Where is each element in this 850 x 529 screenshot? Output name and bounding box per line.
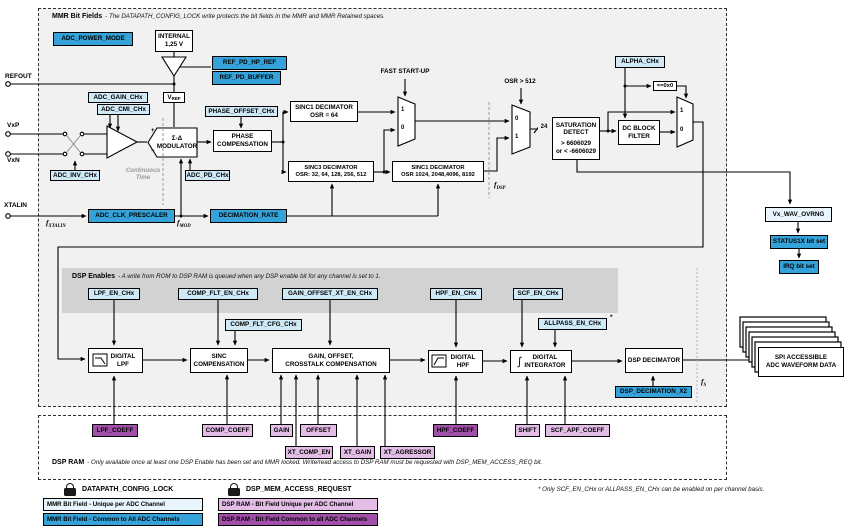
spi-waveform-data-box: SPI ACCESSIBLE ADC WAVEFORM DATA	[758, 347, 844, 377]
saturation-detect-title: SATURATION DETECT	[555, 121, 597, 137]
mux3-input-1-label: 1	[680, 108, 684, 114]
adc-clk-prescaler-box: ADC_CLK_PRESCALER	[88, 209, 175, 223]
mmr-region-note: - The DATAPATH_CONFIG_LOCK write protect…	[105, 13, 385, 20]
gain-box: GAIN	[270, 424, 293, 437]
alpha-chx-box: ALPHA_CHx	[615, 56, 665, 68]
vxn-terminal-label: VxN	[7, 157, 20, 164]
datapath-config-lock-label: DATAPATH_CONFIG_LOCK	[82, 486, 174, 493]
sinc1-decimator-osr64-box: SINC1 DECIMATOR OSR = 64	[290, 101, 358, 122]
adc-pd-chx-box: ADC_PD_CHx	[185, 170, 230, 181]
lock-icon	[64, 483, 76, 496]
vxp-terminal-label: VxP	[7, 122, 20, 129]
irq-bit-set-box: IRQ bit set	[779, 260, 819, 274]
vx-wav-ovrng-box: Vx_WAV_OVRNG	[765, 207, 832, 222]
digital-hpf-box: DIGITAL HPF	[428, 350, 483, 373]
decimation-rate-box: DECIMATION_RATE	[210, 209, 287, 223]
sigma-delta-modulator-label: Σ-Δ MODULATOR	[156, 135, 198, 150]
phase-compensation-box: PHASE COMPENSATION	[213, 130, 272, 152]
shift-box: SHIFT	[515, 424, 540, 437]
dsp-enables-note: - A write from ROM to DSP RAM is queued …	[118, 273, 381, 280]
scf-en-chx-box: SCF_EN_CHx	[513, 288, 563, 300]
xt-agressor-box: XT_AGRESSOR	[380, 446, 435, 459]
fast-startup-label: FAST START-UP	[380, 68, 430, 76]
allpass-footnote-star: *	[610, 314, 613, 321]
lpf-coeff-box: LPF_COEFF	[92, 424, 138, 437]
dsp-decimation-x2-box: DSP_DECIMATION_X2	[615, 386, 692, 398]
dsp-decimator-box: DSP DECIMATOR	[625, 348, 683, 373]
lock-icon	[228, 483, 240, 496]
dsp-enables-title: DSP Enables	[72, 273, 116, 280]
saturation-detect-range: > 6606029 or < -6606029	[555, 140, 597, 155]
status1x-bit-set-box: STATUS1X bit set	[770, 235, 828, 249]
dsp-mem-access-request-label: DSP_MEM_ACCESS_REQUEST	[246, 486, 352, 493]
ref-pd-buffer-box: REF_PD_BUFFER	[212, 71, 281, 85]
legend-ram-common: DSP RAM - Bit Field Common to all ADC Ch…	[218, 513, 378, 526]
lpf-en-chx-box: LPF_EN_CHx	[88, 288, 140, 300]
integral-icon: ∫	[516, 354, 523, 368]
adc-power-mode-box: ADC_POWER_MODE	[53, 32, 133, 46]
phase-offset-chx-box: PHASE_OFFSET_CHx	[205, 106, 278, 117]
xtalin-terminal-label: XTALIN	[4, 202, 27, 209]
mux1-input-1-label: 1	[401, 107, 405, 113]
gain-offset-xt-en-chx-box: GAIN_OFFSET_XT_EN_CHx	[282, 288, 378, 300]
continuous-time-label: Continuous Time	[125, 167, 161, 182]
dsp-ram-title: DSP RAM	[52, 459, 85, 466]
f-mod-label: fMOD	[177, 218, 191, 229]
saturation-detect-box: SATURATION DETECT > 6606029 or < -660602…	[552, 117, 600, 160]
hpf-coeff-box: HPF_COEFF	[433, 424, 478, 437]
modulator-minus-sign: −	[151, 148, 155, 154]
mux1-input-0-label: 0	[401, 125, 405, 131]
osr-gt-512-label: OSR > 512	[504, 78, 536, 86]
dsp-enables-header: DSP Enables- A write from ROM to DSP RAM…	[72, 273, 381, 280]
mux3-input-0-label: 0	[680, 127, 684, 133]
dc-block-filter-box: DC BLOCK FILTER	[618, 120, 660, 145]
comp-flt-en-chx-box: COMP_FLT_EN_CHx	[178, 288, 258, 300]
legend-mmr-common: MMR Bit Field - Common to All ADC Channe…	[43, 513, 203, 526]
mmr-region-header: MMR Bit Fields- The DATAPATH_CONFIG_LOCK…	[52, 13, 385, 20]
modulator-plus-sign: +	[151, 128, 155, 134]
legend-ram-unique: DSP RAM - Bit Field Unique per ADC Chann…	[218, 498, 378, 511]
scf-apf-coeff-box: SCF_APF_COEFF	[545, 424, 610, 437]
dsp-ram-note: - Only available once at least one DSP E…	[87, 459, 543, 466]
mmr-bit-fields-region	[38, 8, 727, 407]
bus-width-24-label: 24	[538, 123, 550, 133]
internal-reference-box: INTERNAL 1,25 V	[155, 30, 193, 52]
comp-coeff-box: COMP_COEFF	[202, 424, 253, 437]
f-xtalin-label: fXTALIN	[46, 218, 66, 229]
refout-terminal-label: REFOUT	[5, 73, 32, 80]
xt-comp-en-box: XT_COMP_EN	[285, 446, 333, 459]
xt-gain-box: XT_GAIN	[340, 446, 375, 459]
digital-integrator-label: DIGITAL INTEGRATOR	[524, 353, 566, 369]
sinc-compensation-box: SINC COMPENSATION	[190, 348, 248, 373]
comp-flt-cfg-chx-box: COMP_FLT_CFG_CHx	[225, 319, 302, 331]
adc-cmi-chx-box: ADC_CMI_CHx	[97, 104, 150, 115]
mux2-input-0-label: 0	[515, 116, 519, 122]
ref-pd-hp-ref-box: REF_PD_HP_REF	[212, 56, 287, 70]
offset-box: OFFSET	[300, 424, 337, 437]
hpf-en-chx-box: HPF_EN_CHx	[430, 288, 482, 300]
vref-main: V	[167, 93, 172, 101]
sinc1-decimator-osr1024-box: SINC1 DECIMATOR OSR 1024, 2048,4096, 819…	[392, 161, 484, 182]
legend-mmr-unique: MMR Bit Field - Unique per ADC Channel	[43, 498, 203, 511]
per-channel-footnote: * Only SCF_EN_CHx or ALLPASS_EN_CHx can …	[538, 486, 765, 493]
alpha-zero-check-box: ==0x0	[653, 81, 677, 91]
f-s-label: fS	[701, 377, 707, 388]
vref-sub: REF	[171, 96, 181, 102]
mmr-region-title: MMR Bit Fields	[52, 13, 103, 20]
adc-gain-chx-box: ADC_GAIN_CHx	[88, 92, 148, 103]
sinc3-decimator-box: SINC3 DECIMATOR OSR: 32, 64, 128, 256, 5…	[288, 161, 374, 182]
allpass-en-chx-box: ALLPASS_EN_CHx	[538, 318, 607, 330]
digital-integrator-box: ∫ DIGITAL INTEGRATOR	[510, 350, 572, 373]
adc-inv-chx-box: ADC_INV_CHx	[50, 170, 100, 181]
gain-offset-crosstalk-box: GAIN, OFFSET, CROSSTALK COMPENSATION	[272, 348, 390, 373]
f-dsp-label: fDSP	[494, 180, 506, 191]
mux2-input-1-label: 1	[515, 134, 519, 140]
digital-lpf-box: DIGITAL LPF	[88, 348, 143, 373]
dsp-ram-header: DSP RAM- Only available once at least on…	[52, 459, 542, 466]
